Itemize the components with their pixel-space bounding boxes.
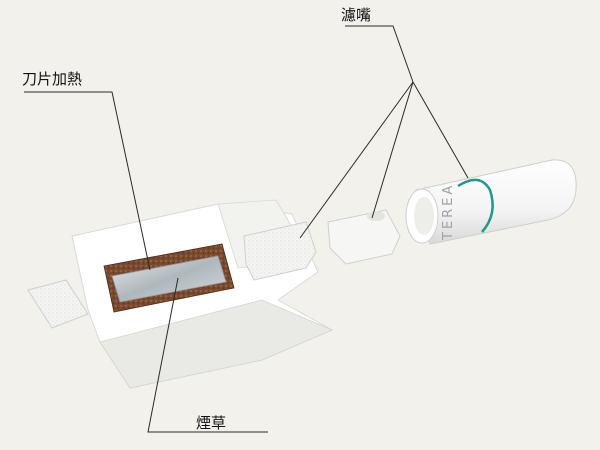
end-plug [27, 279, 89, 329]
blade-heating-label: 刀片加熱 [22, 70, 83, 88]
leader-filter-3 [412, 81, 469, 179]
leader-filter [345, 25, 414, 83]
leader-blade [24, 91, 151, 271]
leader-tobacco [147, 277, 268, 433]
leader-filter-2 [371, 81, 414, 219]
filter-segment-2-opening [367, 211, 385, 221]
leader-lines [24, 25, 469, 433]
leader-filter-1 [299, 81, 414, 239]
filter-segment-2 [327, 209, 401, 265]
accent-wave [457, 178, 494, 233]
outer-tube-inner [414, 197, 434, 235]
filter-label: 濾嘴 [341, 6, 372, 24]
brand-text: TEREA [441, 183, 456, 241]
outer-tube [415, 159, 577, 245]
heating-blade [111, 255, 227, 303]
tobacco-label: 煙草 [196, 414, 227, 432]
paper-fold-shadow [99, 299, 334, 389]
filter-segment-1 [243, 221, 317, 281]
